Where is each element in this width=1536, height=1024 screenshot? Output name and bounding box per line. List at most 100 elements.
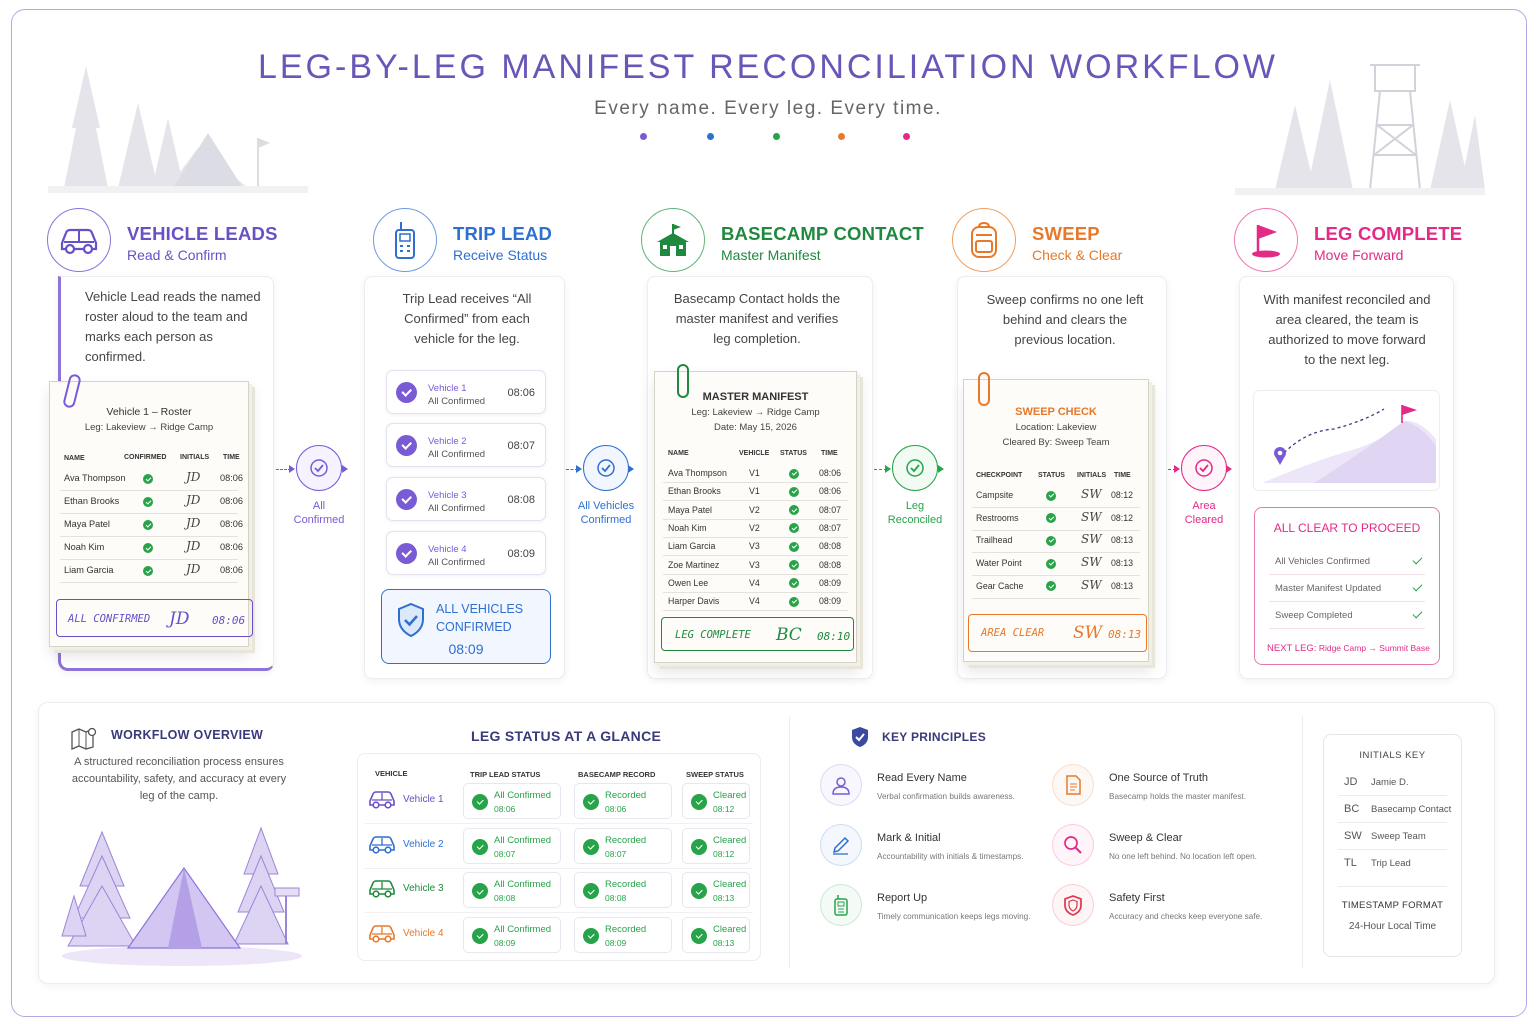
manifest-date: Date: May 15, 2026 bbox=[714, 422, 797, 433]
initials-key-title: INITIALS KEY bbox=[1359, 750, 1426, 761]
manifest-vehicle: V4 bbox=[749, 596, 760, 607]
document-icon bbox=[1052, 764, 1094, 806]
manifest-leg: Leg: Lakeview → Ridge Camp bbox=[691, 407, 820, 418]
forest-tent-illustration-left bbox=[48, 66, 308, 193]
initials-code: TL bbox=[1344, 857, 1357, 869]
roster-name: Liam Garcia bbox=[64, 565, 114, 575]
col-header: CONFIRMED bbox=[124, 454, 167, 461]
col-header: SWEEP STATUS bbox=[686, 770, 744, 779]
row-divider bbox=[60, 490, 238, 491]
check-circle-icon bbox=[583, 794, 599, 810]
check-circle-icon bbox=[396, 489, 417, 510]
summit-path-icon bbox=[1262, 405, 1436, 483]
stamp-initials: BC bbox=[776, 625, 802, 645]
check-circle-icon bbox=[1181, 445, 1227, 491]
col-header: VEHICLE bbox=[739, 450, 770, 457]
row-divider bbox=[60, 582, 238, 583]
row-divider bbox=[663, 482, 848, 483]
vehicle-time: 08:09 bbox=[507, 548, 535, 560]
check-circle-icon bbox=[691, 883, 707, 900]
row-divider bbox=[972, 507, 1140, 508]
check-icon bbox=[789, 541, 799, 552]
col-header: BASECAMP RECORD bbox=[578, 770, 656, 779]
status-time: 08:08 bbox=[605, 893, 627, 904]
timestamp-format-value: 24-Hour Local Time bbox=[1348, 921, 1437, 932]
row-divider bbox=[663, 573, 848, 575]
vehicle-status: All Confirmed bbox=[428, 557, 486, 568]
row-divider bbox=[663, 536, 848, 538]
col-header: TRIP LEAD STATUS bbox=[470, 770, 541, 779]
check-icon bbox=[1046, 490, 1056, 501]
dashed-arrow bbox=[276, 469, 291, 471]
manifest-vehicle: V3 bbox=[749, 559, 760, 570]
row-divider bbox=[365, 867, 753, 869]
divider bbox=[1338, 849, 1447, 850]
check-icon bbox=[789, 578, 799, 589]
magnifier-icon bbox=[1052, 824, 1094, 866]
stage-vehicle-leads: VEHICLE LEADS Read & Confirm bbox=[47, 208, 307, 278]
manifest-vehicle: V1 bbox=[749, 486, 760, 497]
status-text: Recorded bbox=[605, 834, 647, 846]
principle-description: Basecamp holds the master manifest. bbox=[1109, 792, 1246, 801]
principle-title: One Source of Truth bbox=[1109, 772, 1209, 784]
next-leg: NEXT LEG: Ridge Camp → Summit Base bbox=[1267, 643, 1430, 654]
check-circle-icon bbox=[691, 794, 707, 810]
page-title: LEG-BY-LEG MANIFEST RECONCILIATION WORKF… bbox=[257, 48, 1279, 86]
initials: SW bbox=[1081, 509, 1102, 524]
color-dots bbox=[640, 133, 910, 141]
time: 08:06 bbox=[220, 542, 243, 552]
status-text: All Confirmed bbox=[494, 834, 552, 846]
row-divider bbox=[972, 597, 1140, 599]
initials-name: Basecamp Contact bbox=[1371, 804, 1452, 815]
stage-subtitle: Check & Clear bbox=[1032, 247, 1123, 263]
initials: SW bbox=[1081, 487, 1102, 501]
check-circle-icon bbox=[396, 435, 417, 456]
next-leg-label: NEXT LEG: bbox=[1267, 643, 1317, 654]
dashed-arrow bbox=[874, 469, 887, 471]
checkpoint-name: Campsite bbox=[976, 490, 1014, 500]
camp-illustration bbox=[61, 826, 302, 966]
roster-name: Ava Thompson bbox=[64, 473, 126, 483]
col-header: INITIALS bbox=[1077, 472, 1107, 479]
row-divider bbox=[663, 518, 848, 520]
status-text: Recorded bbox=[605, 924, 647, 936]
car-icon bbox=[368, 834, 396, 859]
time: 08:12 bbox=[1111, 512, 1134, 523]
sweep-cleared-by: Cleared By: Sweep Team bbox=[1002, 437, 1110, 448]
stage-subtitle: Move Forward bbox=[1314, 247, 1404, 263]
checkpoint-name: Trailhead bbox=[976, 535, 1013, 546]
roster-name: Maya Patel bbox=[64, 519, 110, 529]
stage-subtitle: Read & Confirm bbox=[127, 247, 227, 263]
stage-title: TRIP LEAD bbox=[453, 223, 553, 244]
vehicle-name: Vehicle 2 bbox=[428, 436, 467, 447]
glance-vehicle-name: Vehicle 2 bbox=[403, 838, 444, 850]
workflow-overview-text: A structured reconciliation process ensu… bbox=[71, 756, 287, 802]
initials: JD bbox=[186, 516, 201, 530]
principle-title: Mark & Initial bbox=[877, 832, 941, 844]
status-time: 08:06 bbox=[494, 804, 516, 814]
section-divider bbox=[1302, 716, 1303, 968]
checkpoint-name: Gear Cache bbox=[976, 580, 1024, 591]
radio-icon bbox=[373, 208, 437, 272]
vehicle-status: All Confirmed bbox=[428, 503, 486, 514]
leg-complete-stamp: LEG COMPLETE BC 08:10 bbox=[661, 617, 854, 651]
row-divider bbox=[663, 591, 848, 593]
check-circle-icon bbox=[583, 883, 599, 900]
time: 08:07 bbox=[819, 522, 842, 533]
dot bbox=[838, 133, 845, 140]
radio-icon bbox=[820, 884, 862, 926]
connector-label: All Confirmed bbox=[293, 500, 345, 526]
principle-description: Verbal confirmation builds awareness. bbox=[877, 792, 1015, 801]
row-divider bbox=[972, 552, 1140, 554]
check-circle-icon bbox=[472, 928, 488, 945]
manifest-name: Ava Thompson bbox=[668, 468, 727, 478]
initials: SW bbox=[1081, 555, 1102, 570]
vehicle-status: All Confirmed bbox=[428, 396, 486, 407]
checklist-item: Sweep Completed bbox=[1275, 610, 1353, 621]
row-divider bbox=[663, 610, 848, 612]
initials: JD bbox=[186, 493, 201, 507]
